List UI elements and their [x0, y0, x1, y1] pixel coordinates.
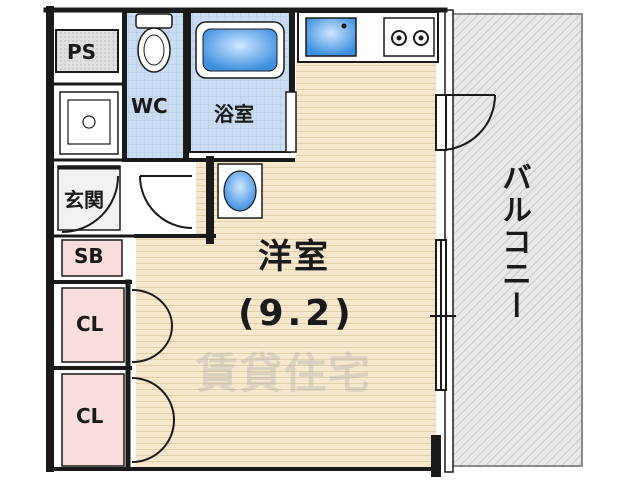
kitchen-sink: [305, 17, 357, 57]
closet-1: [61, 287, 125, 363]
label-entrance: 玄関: [64, 188, 104, 212]
label-room-size: (9.2): [238, 293, 355, 334]
closet-2: [61, 373, 125, 467]
door-swings: [61, 94, 496, 463]
balcony-window: [430, 239, 456, 391]
balcony-area: [451, 13, 583, 467]
toilet-tank-icon: [135, 13, 173, 29]
walls: [43, 6, 448, 477]
toilet-icon: [137, 27, 171, 73]
label-shoe-box: SB: [74, 244, 104, 268]
shoe-box: [61, 239, 123, 277]
label-ps: PS: [67, 40, 97, 64]
pipe-space: [55, 29, 119, 73]
bath-door: [285, 91, 297, 153]
label-closet-2: CL: [76, 404, 104, 428]
watermark: 賃貸住宅: [196, 349, 373, 398]
label-wc: WC: [131, 94, 168, 118]
label-balcony: バルコニー: [496, 162, 531, 322]
label-western-room: 洋室: [258, 237, 330, 277]
stove-icon: [383, 17, 435, 57]
label-closet-1: CL: [76, 312, 104, 336]
entrance-area: [57, 165, 121, 231]
label-bath: 浴室: [214, 102, 254, 126]
